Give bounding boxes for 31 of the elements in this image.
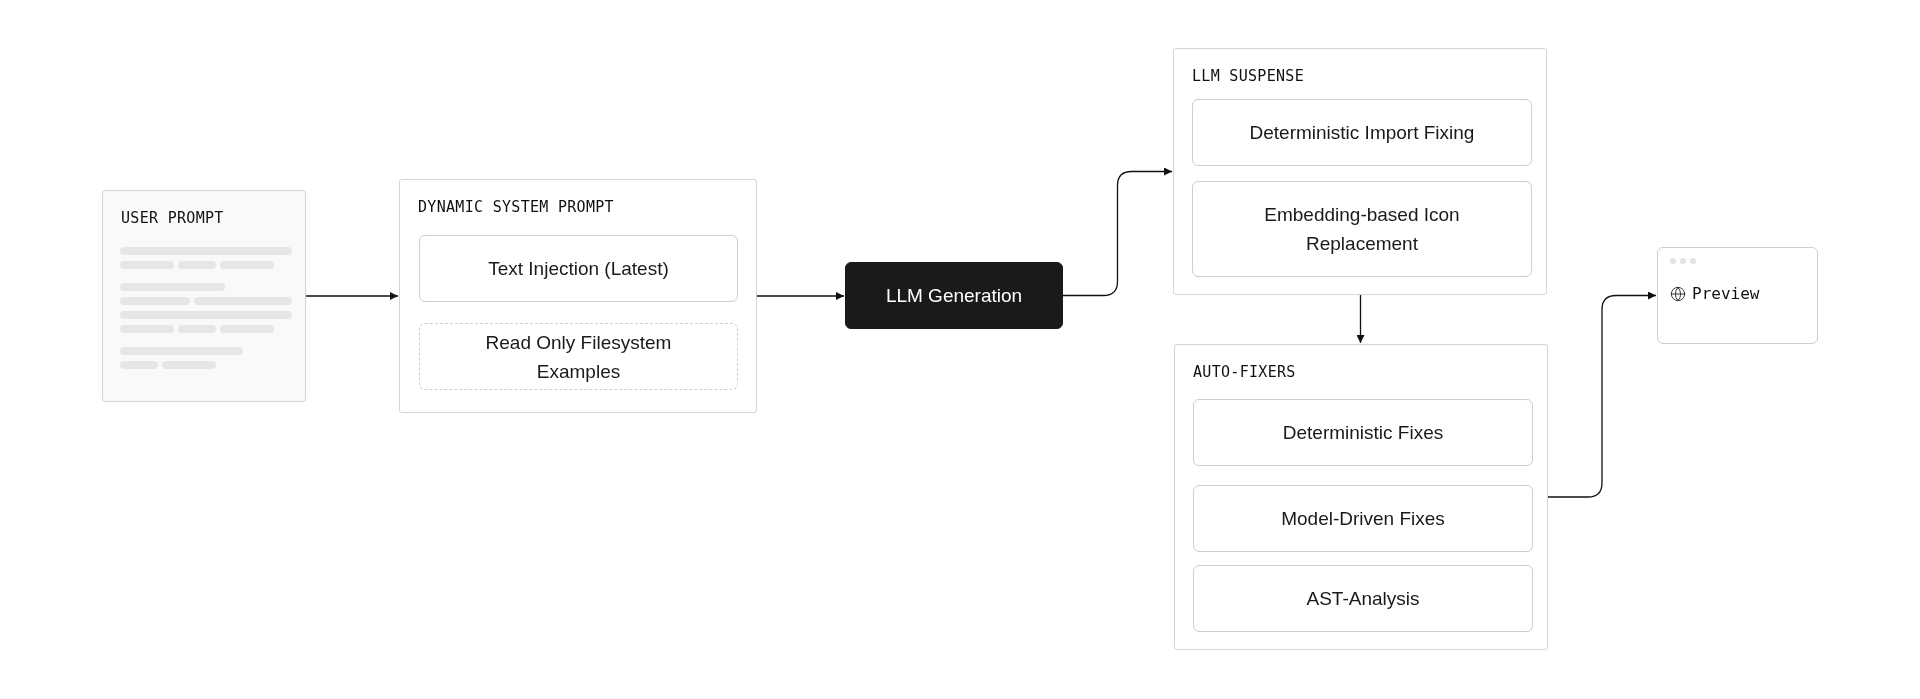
step-label: Text Injection (Latest) <box>487 257 670 281</box>
arrow <box>1547 291 1657 498</box>
prompt-card <box>102 190 306 402</box>
step-card <box>1193 485 1533 552</box>
group-panel <box>1173 48 1547 295</box>
group-panel <box>1174 344 1548 650</box>
preview-label: Preview <box>1692 284 1760 303</box>
step-card <box>1193 399 1533 466</box>
step-label: Read Only Filesystem Examples <box>484 330 673 384</box>
step-card <box>1192 181 1532 277</box>
arrow <box>1062 167 1173 297</box>
section-heading: USER PROMPT <box>121 209 224 227</box>
preview-window <box>1657 247 1818 344</box>
group-panel <box>399 179 757 413</box>
step-label: Embedding-based Icon Replacement <box>1263 203 1461 256</box>
step-card <box>1192 99 1532 166</box>
arrow <box>1356 294 1365 344</box>
step-label: Deterministic Fixes <box>1281 421 1445 445</box>
step-card <box>419 235 738 302</box>
section-heading: LLM SUSPENSE <box>1192 67 1304 85</box>
step-label: LLM Generation <box>884 284 1024 308</box>
step-card <box>1193 565 1533 632</box>
arrow <box>305 292 399 300</box>
step-label: Deterministic Import Fixing <box>1248 121 1476 145</box>
process-box <box>845 262 1063 329</box>
arrow <box>756 292 845 300</box>
step-label: Model-Driven Fixes <box>1280 507 1446 531</box>
step-card <box>419 323 738 390</box>
step-label: AST-Analysis <box>1305 587 1421 611</box>
section-heading: DYNAMIC SYSTEM PROMPT <box>418 198 614 216</box>
section-heading: AUTO-FIXERS <box>1193 363 1296 381</box>
